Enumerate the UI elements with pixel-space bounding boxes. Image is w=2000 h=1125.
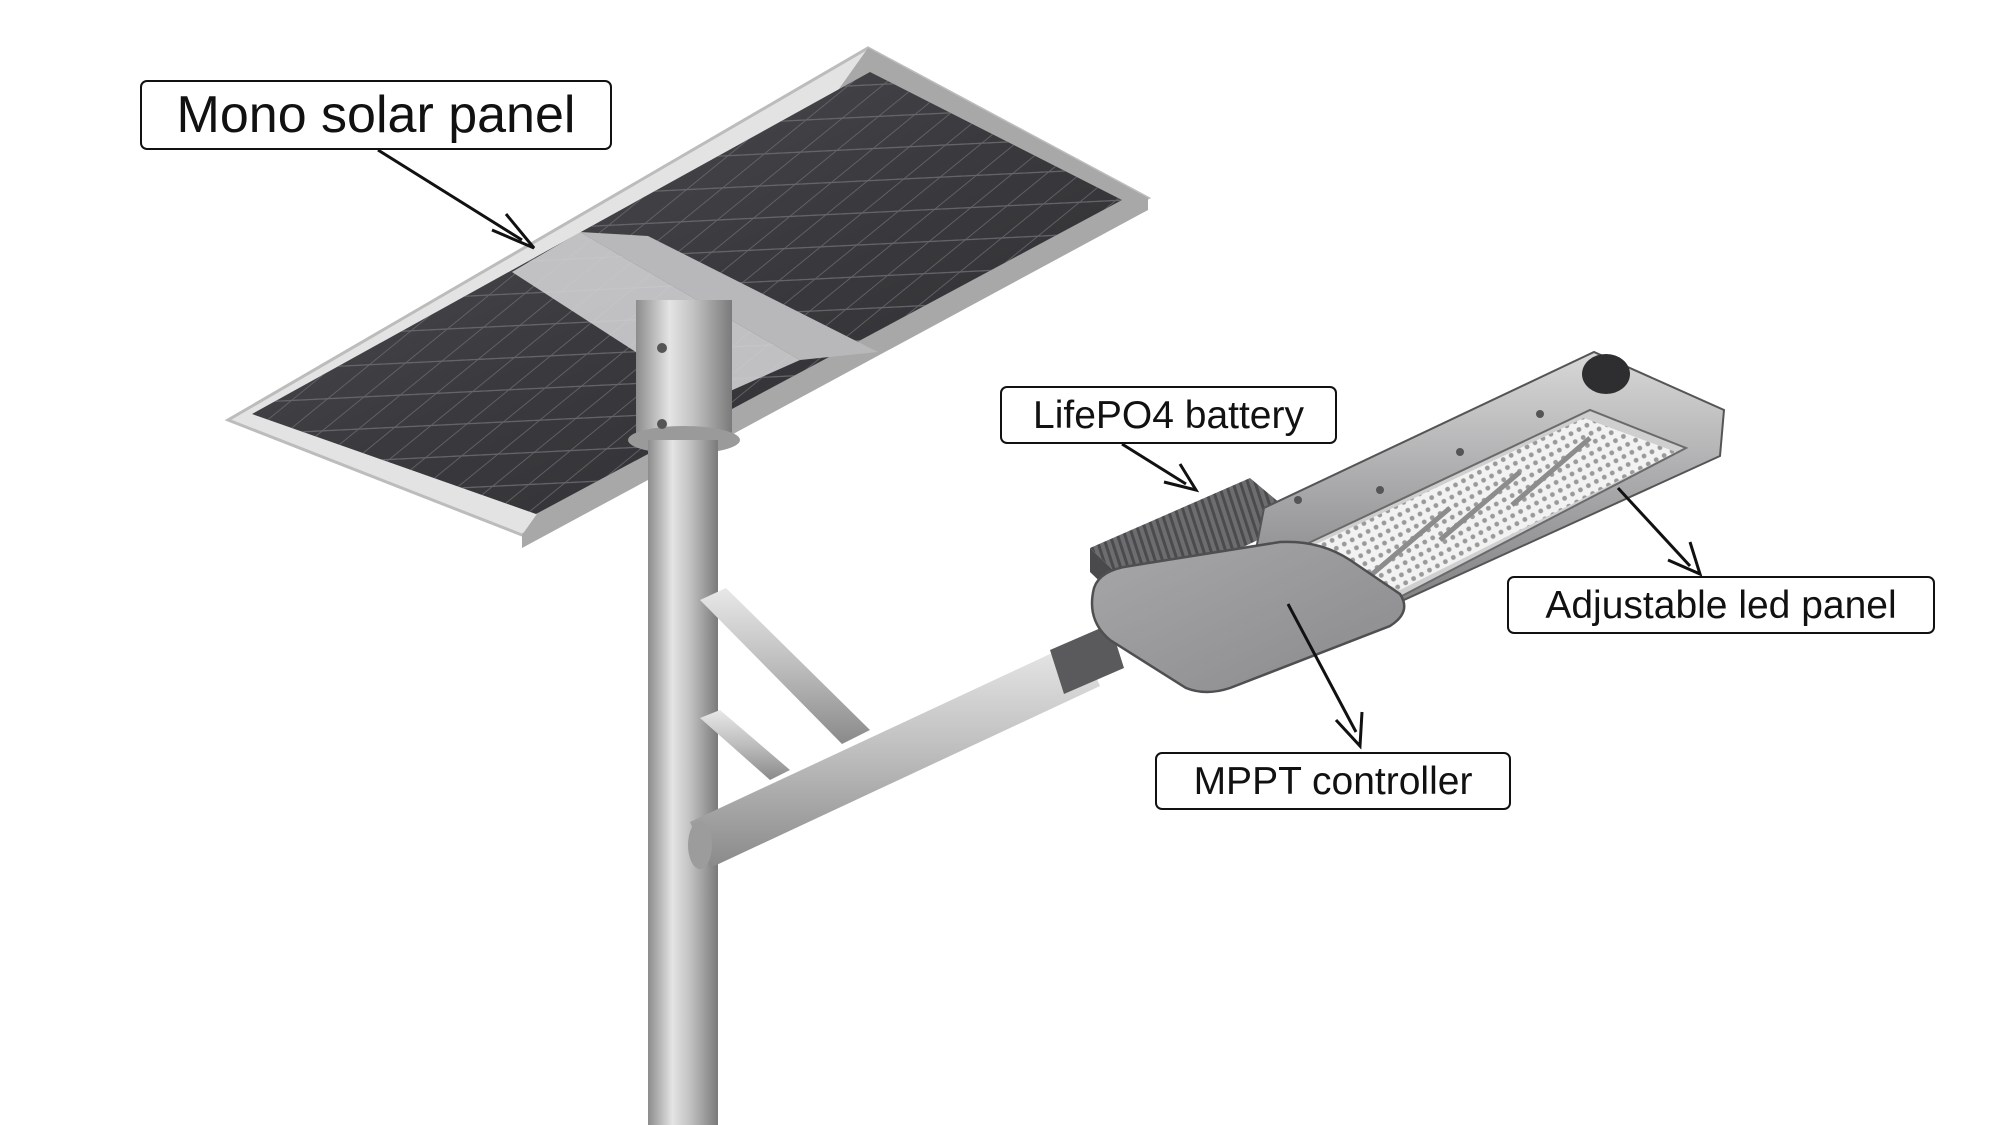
lamp-arm: [688, 588, 1124, 869]
controller-housing: [1090, 540, 1406, 694]
solar-panel: [224, 46, 1152, 548]
callout-arrows: [377, 148, 1703, 750]
mppt-controller-label: MPPT controller: [1155, 752, 1511, 810]
lamp-housing: [1252, 350, 1726, 622]
lifepo4-battery-label: LifePO4 battery: [1000, 386, 1337, 444]
adjustable-led-panel-label: Adjustable led panel: [1507, 576, 1935, 634]
mono-solar-panel-label: Mono solar panel: [140, 80, 612, 150]
pole: [628, 300, 740, 1125]
